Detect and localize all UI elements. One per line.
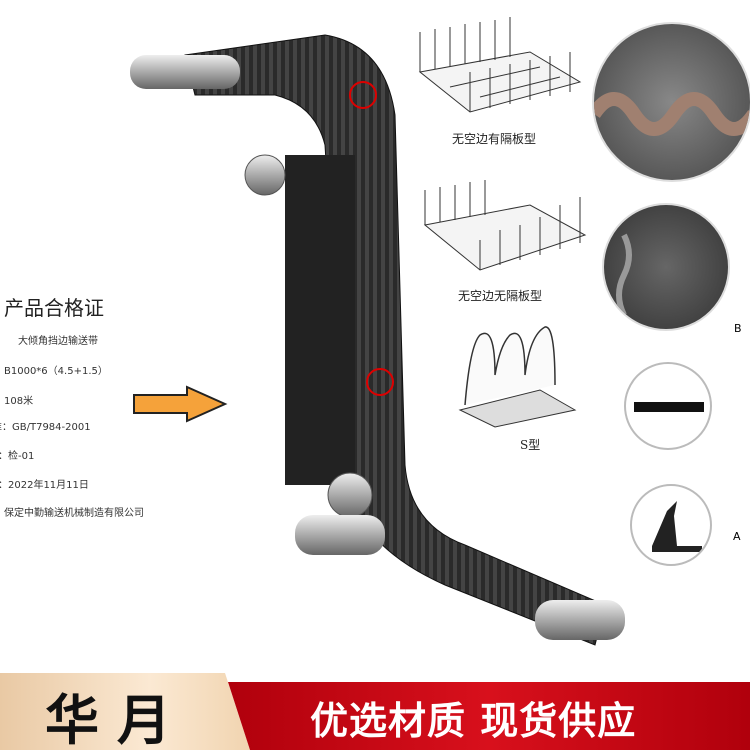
detail-cleat-a [630, 484, 712, 566]
diagram-without-cleats [423, 180, 587, 271]
diagram-s-type [458, 326, 577, 428]
cert-spec: B1000*6（4.5+1.5） [4, 366, 108, 377]
diagram-label-type1: 无空边有隔板型 [452, 132, 537, 146]
cert-product: 大倾角挡边输送带 [18, 336, 98, 347]
detail-sidewall-wave [592, 22, 750, 182]
label-a: A [733, 530, 741, 543]
diagram-with-cleats [418, 17, 582, 113]
certificate-title: 产品合格证 [4, 296, 104, 320]
bottom-roller [535, 600, 625, 640]
cert-date: 日期：2022年11月11日 [0, 480, 89, 491]
arrow-icon [133, 385, 228, 423]
highlight-circle [349, 81, 377, 109]
cert-company: 保定中勤输送机械制造有限公司 [4, 508, 144, 519]
slogan: 优选材质 现货供应 [310, 699, 637, 743]
cert-inspector: 检验：检-01 [0, 451, 35, 462]
cert-standard: 标准：GB/T7984-2001 [0, 422, 91, 433]
conveyor-illustration [130, 34, 625, 646]
detail-sidewall-b [602, 203, 730, 331]
cert-length: 108米 [4, 396, 34, 407]
top-roller [130, 55, 240, 89]
diagram-label-type2: 无空边无隔板型 [458, 289, 543, 303]
diagram-label-s-type: S型 [520, 438, 541, 452]
detail-cleat-flat [624, 362, 712, 450]
banner-brand-bg [0, 673, 250, 750]
label-b: B [734, 322, 742, 335]
banner-slogan-bg [228, 682, 750, 750]
brand-name: 华月 [45, 689, 189, 752]
